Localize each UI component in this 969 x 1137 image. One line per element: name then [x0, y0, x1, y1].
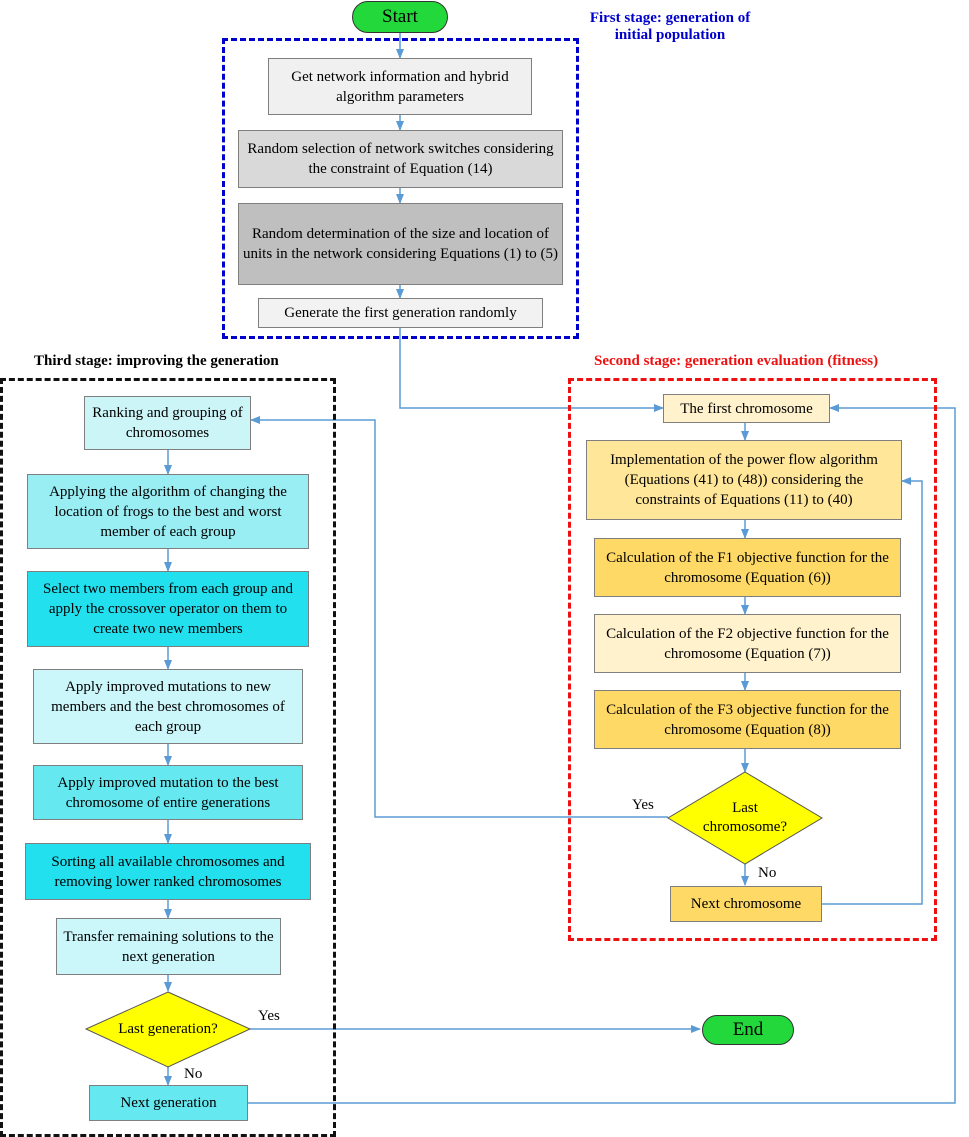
stage3-step-next-generation: Next generation: [89, 1085, 248, 1121]
stage2-frame: [568, 378, 937, 941]
last-generation-diamond: [84, 991, 252, 1068]
last-generation-no-label: No: [184, 1066, 203, 1082]
stage1-step-unit-sizing: Random determination of the size and loc…: [238, 203, 563, 285]
end-terminal: End: [702, 1015, 794, 1045]
last-chromosome-text: Last chromosome?: [702, 800, 788, 835]
stage2-step-power-flow: Implementation of the power flow algorit…: [586, 440, 902, 520]
last-chromosome-yes-label: Yes: [632, 797, 654, 813]
arrow-next-chromosome-loop: [822, 477, 923, 905]
stage2-step-f1: Calculation of the F1 objective function…: [594, 538, 901, 597]
stage3-step-crossover: Select two members from each group and a…: [27, 571, 309, 647]
last-generation-yes-label: Yes: [258, 1008, 280, 1024]
stage1-step-network-info: Get network information and hybrid algor…: [268, 58, 532, 115]
stage3-step-mutation-groups: Apply improved mutations to new members …: [33, 669, 303, 744]
stage1-step-switch-selection: Random selection of network switches con…: [238, 130, 563, 188]
last-generation-text: Last generation?: [118, 1020, 218, 1037]
arrow-next-generation-loop: [248, 404, 956, 1104]
stage3-step-mutation-best: Apply improved mutation to the best chro…: [33, 765, 303, 820]
stage2-step-f3: Calculation of the F3 objective function…: [594, 690, 901, 749]
last-chromosome-no-label: No: [758, 865, 777, 881]
arrow-s1-to-s2: [399, 328, 664, 412]
stage3-step-ranking: Ranking and grouping of chromosomes: [84, 396, 251, 450]
stage2-step-next-chromosome: Next chromosome: [670, 886, 822, 922]
stage2-step-first-chromosome: The first chromosome: [663, 394, 830, 423]
arrow-s2-yes-to-s3: [250, 416, 668, 818]
start-terminal: Start: [352, 1, 448, 33]
stage3-title: Third stage: improving the generation: [34, 353, 279, 369]
stage1-step-first-generation: Generate the first generation randomly: [258, 298, 543, 328]
stage3-step-transfer: Transfer remaining solutions to the next…: [56, 918, 281, 975]
stage1-title: First stage: generation of initial popul…: [589, 10, 751, 43]
stage2-title: Second stage: generation evaluation (fit…: [594, 353, 879, 369]
stage2-step-f2: Calculation of the F2 objective function…: [594, 614, 901, 673]
stage3-step-frog-leaping: Applying the algorithm of changing the l…: [27, 474, 309, 549]
stage3-step-sorting: Sorting all available chromosomes and re…: [25, 843, 311, 900]
stage1-frame: [222, 38, 579, 339]
stage3-frame: [0, 378, 336, 1137]
last-chromosome-diamond: [667, 771, 823, 865]
